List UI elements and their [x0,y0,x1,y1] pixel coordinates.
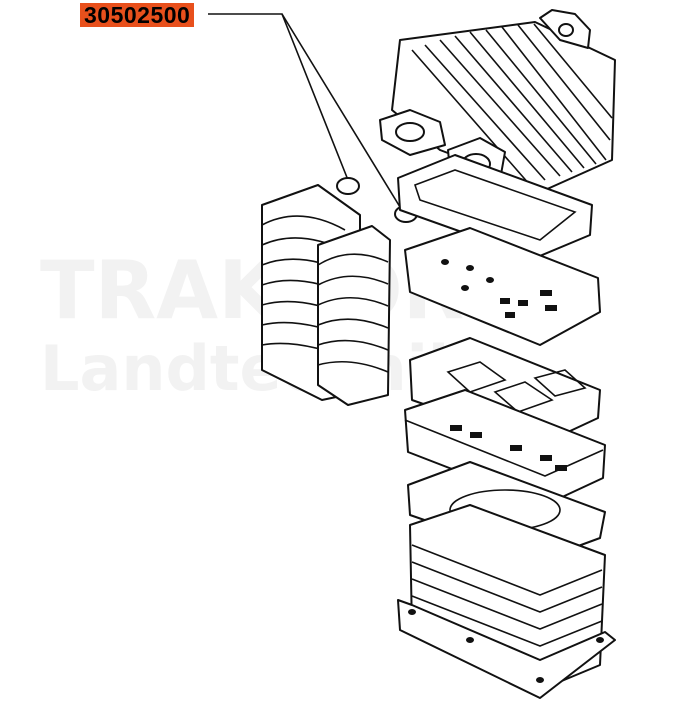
head-gasket [398,155,592,258]
valve-plate-lower [405,390,605,505]
valve-gasket-body [410,338,600,445]
cylinder-gasket-body [408,462,605,560]
cylinder-head [380,10,615,190]
o-ring-left[interactable] [337,178,359,194]
valve-gasket [410,338,600,445]
leader-line-right [282,14,400,207]
watermark: TRAKTOR Landtechnik [40,244,471,405]
cylinder-base-flange [398,600,615,698]
head-gasket-outline [398,155,592,258]
sleeve-front-ribs [318,254,388,372]
valve-plate-upper-holes [441,259,557,318]
watermark-line1: TRAKTOR [40,244,464,337]
head-lug-hole [559,24,573,36]
valve-plate-upper [405,228,600,345]
intake-sleeves [262,185,390,405]
watermark-line2: Landtechnik [40,332,471,405]
sleeve-front-body [318,226,390,405]
leader-lines [208,14,400,207]
valve-plate-lower-body [405,390,605,505]
leader-line-left [208,14,348,180]
part-number-callout[interactable]: 30502500 [80,3,195,27]
valve-plate-upper-body [405,228,600,345]
cylinder-block [398,505,615,698]
head-port-left [396,123,424,141]
head-fins [412,24,612,185]
head-gasket-inner [415,170,575,240]
valve-plate-lower-holes [450,425,567,471]
